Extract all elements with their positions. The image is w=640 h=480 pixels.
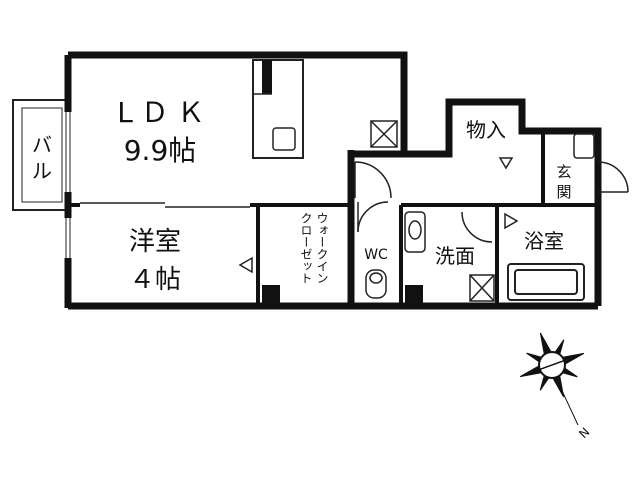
entrance-char-1: 玄 (556, 163, 571, 181)
sliding-door-ldk (80, 201, 250, 209)
balcony-char-2: ル (32, 159, 52, 183)
western-size: ４帖 (129, 265, 181, 295)
walkin-col-2: クローゼット (299, 212, 313, 284)
entrance-door (573, 133, 629, 193)
compass: N (519, 332, 592, 441)
walkin-closet-fixtures (238, 256, 280, 303)
storage-door (498, 157, 514, 170)
western-name: 洋室 (129, 227, 181, 257)
bathtub (504, 212, 585, 301)
compass-north-label: N (576, 425, 592, 441)
washroom-fixtures (404, 211, 495, 303)
ldk-name: LＤＫ (117, 96, 213, 129)
balcony-char-1: バ (32, 133, 52, 157)
entrance-char-2: 関 (556, 183, 571, 201)
ldk-size: 9.9帖 (124, 134, 197, 167)
room-labels: LＤＫ 9.9帖 洋室 ４帖 バ ル ウォークイン クローゼット WC 物入 玄… (32, 96, 572, 295)
wc-label: WC (364, 247, 388, 263)
hall-door (354, 161, 392, 199)
balcony-windows (64, 112, 72, 258)
kitchen-vent (370, 120, 398, 148)
wc-fixtures (357, 201, 389, 299)
walkin-col-1: ウォークイン (315, 212, 329, 284)
bathroom-label: 浴室 (524, 229, 564, 253)
storage-label: 物入 (466, 118, 506, 142)
washroom-label: 洗面 (435, 244, 475, 268)
kitchen-counter (252, 59, 304, 159)
